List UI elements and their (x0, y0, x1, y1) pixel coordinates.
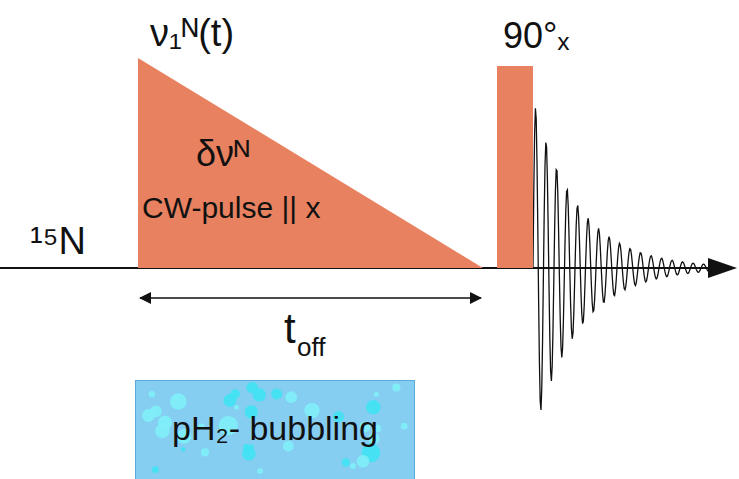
bubble (401, 423, 408, 430)
bubble (152, 466, 159, 473)
bubble (285, 391, 297, 403)
bubble (357, 455, 370, 468)
bubble (234, 405, 239, 410)
bubble (247, 382, 259, 394)
bubbling-box: pH₂- bubbling (135, 380, 415, 479)
bubble (149, 391, 156, 398)
bubble (342, 458, 350, 466)
amplitude-label: ν₁ᴺ(t) (150, 14, 234, 52)
bubble (374, 392, 379, 397)
bubble (271, 388, 282, 399)
time-subscript: off (297, 334, 325, 360)
pulse-label: CW-pulse || x (142, 193, 320, 223)
fid-signal (533, 108, 715, 410)
bubbling-label: pH₂- bubbling (172, 411, 378, 445)
bubble (170, 393, 187, 410)
duration-arrow (140, 297, 481, 299)
cw-pulse-triangle: δνᴺCW-pulse || x (138, 58, 483, 268)
bubble (230, 389, 240, 399)
bubble (201, 448, 209, 456)
bubble (181, 447, 185, 451)
hard-pulse: 90°ₓ (497, 14, 577, 268)
ramp-label: δνᴺ (196, 136, 250, 172)
nucleus-label: ¹⁵N (30, 222, 86, 260)
bubble (350, 463, 356, 469)
pulse-angle: 90°ₓ (503, 18, 569, 54)
bubble (257, 468, 263, 474)
bubble (150, 406, 162, 418)
bubble (392, 384, 400, 392)
triangle-fill (138, 58, 483, 268)
triangle-outline (138, 58, 483, 268)
bubble (158, 416, 172, 430)
pulse-rect (497, 66, 533, 268)
time-symbol: t (284, 308, 296, 350)
axis-arrowhead (708, 258, 737, 278)
